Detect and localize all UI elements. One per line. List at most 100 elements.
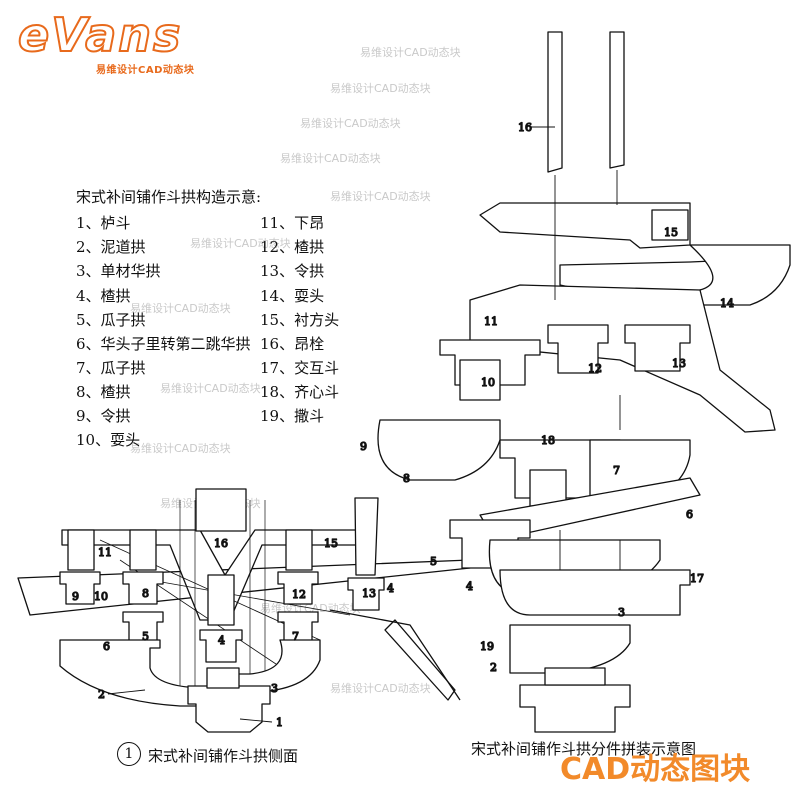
- watermark-text: 易维设计CAD动态块: [190, 237, 291, 250]
- dou-block: [624, 324, 691, 372]
- dou-block: [199, 629, 243, 663]
- arm-shape: [689, 244, 791, 306]
- legend-item: 4、楂拱: [76, 287, 131, 305]
- column-block: [129, 529, 157, 571]
- legend-item: 19、撒斗: [260, 407, 325, 425]
- column-block: [67, 529, 95, 571]
- ang-curve: [329, 609, 461, 701]
- part-label: 13: [672, 357, 686, 370]
- bolt-block: [195, 488, 247, 532]
- part-label: 4: [387, 582, 394, 595]
- watermark-text: 易维设计CAD动态块: [280, 152, 381, 165]
- part-label: 17: [690, 572, 704, 585]
- legend-item: 8、楂拱: [76, 383, 131, 401]
- part-label: 4: [466, 580, 473, 593]
- arm-shape: [509, 624, 631, 674]
- part-label: 8: [142, 587, 149, 600]
- beam-shape: [479, 202, 691, 249]
- brand-mark: CAD动态图块: [560, 752, 751, 787]
- part-label: 18: [541, 434, 555, 447]
- dou-block: [544, 667, 606, 686]
- dou-block: [347, 577, 385, 611]
- dou-block: [206, 667, 240, 689]
- part-label: 6: [686, 508, 693, 521]
- part-label: 5: [142, 630, 149, 643]
- legend-item: 12、楂拱: [260, 238, 325, 256]
- part-label: 12: [588, 362, 602, 375]
- evans-logo: eVans: [17, 7, 183, 63]
- legend-item: 18、齐心斗: [260, 383, 340, 401]
- part-label: 8: [403, 472, 410, 485]
- arm-shape: [377, 419, 501, 481]
- part-label: 16: [214, 537, 228, 550]
- legend-item: 15、衬方头: [260, 311, 340, 329]
- part-label: 4: [218, 634, 225, 647]
- part-label: 7: [292, 630, 299, 643]
- column-block: [285, 529, 313, 571]
- part-label: 9: [72, 590, 79, 603]
- watermark-text: 易维设计CAD动态块: [330, 82, 431, 95]
- part-label: 3: [271, 682, 278, 695]
- part-label: 15: [664, 226, 678, 239]
- part-label: 10: [94, 590, 108, 603]
- part-label: 16: [518, 121, 532, 134]
- legend-item: 7、瓜子拱: [76, 359, 146, 377]
- legend-item: 16、昂栓: [260, 335, 325, 353]
- assembly-caption: 宋式补间铺作斗拱分件拼装示意图: [471, 740, 697, 758]
- legend-item: 9、令拱: [76, 407, 131, 425]
- ang-shape: [384, 619, 456, 701]
- legend-item: 6、华头子里转第二跳华拱: [76, 335, 251, 353]
- bolt-bar: [547, 31, 563, 173]
- legend-item: 14、耍头: [260, 287, 325, 305]
- leader-line: [239, 718, 273, 723]
- arm-shape: [499, 569, 691, 616]
- column-block: [207, 574, 235, 626]
- watermark-text: 易维设计CAD动态块: [330, 682, 431, 695]
- part-label: 6: [103, 640, 110, 653]
- leader-line: [107, 689, 146, 695]
- part-label: 3: [618, 606, 625, 619]
- column-block: [354, 497, 379, 576]
- part-label: 15: [324, 537, 338, 550]
- legend-item: 10、耍头: [76, 431, 141, 449]
- dou-block: [277, 571, 319, 605]
- part-label: 11: [98, 546, 112, 559]
- logo-tagline: 易维设计CAD动态块: [96, 65, 195, 76]
- part-label: 2: [490, 661, 497, 674]
- legend-item: 5、瓜子拱: [76, 311, 146, 329]
- part-label: 12: [292, 588, 306, 601]
- legend-item: 17、交互斗: [260, 359, 340, 377]
- part-label: 2: [98, 688, 105, 701]
- watermark-text: 易维设计CAD动态块: [130, 442, 231, 455]
- watermark-text: 易维设计CAD动态块: [130, 302, 231, 315]
- part-label: 11: [484, 315, 498, 328]
- part-label: 13: [362, 587, 376, 600]
- part-label: 14: [720, 297, 734, 310]
- legend-item: 1、栌斗: [76, 214, 131, 232]
- legend-item: 2、泥道拱: [76, 238, 146, 256]
- legend-item: 11、下昂: [260, 214, 325, 232]
- arm-shape: [59, 639, 201, 707]
- legend-title: 宋式补间铺作斗拱构造示意:: [76, 188, 262, 206]
- dou-block: [122, 571, 164, 605]
- legend-item: 3、单材华拱: [76, 262, 161, 280]
- side-elevation-caption: 宋式补间铺作斗拱侧面: [148, 747, 299, 765]
- part-label: 5: [430, 555, 437, 568]
- caption-number: 1: [117, 742, 141, 766]
- watermark-text: 易维设计CAD动态块: [160, 382, 261, 395]
- block-shape: [529, 469, 567, 507]
- side-elevation: 11 9 10 8 5 6 16 4 15 12 7 13 4 3 2 1: [17, 488, 471, 733]
- part-label: 7: [613, 464, 620, 477]
- dou-block: [547, 324, 609, 374]
- part-label: 1: [276, 716, 283, 729]
- exploded-assembly: 16 15 14 11 10 12 13: [359, 31, 791, 733]
- watermark-text: 易维设计CAD动态块: [360, 46, 461, 59]
- part-label: 19: [480, 640, 494, 653]
- block-shape: [651, 209, 689, 241]
- part-label: 10: [481, 376, 495, 389]
- part-label: 9: [360, 440, 367, 453]
- legend-item: 13、令拱: [260, 262, 325, 280]
- watermark-text: 易维设计CAD动态块: [300, 117, 401, 130]
- block-shape: [459, 359, 501, 401]
